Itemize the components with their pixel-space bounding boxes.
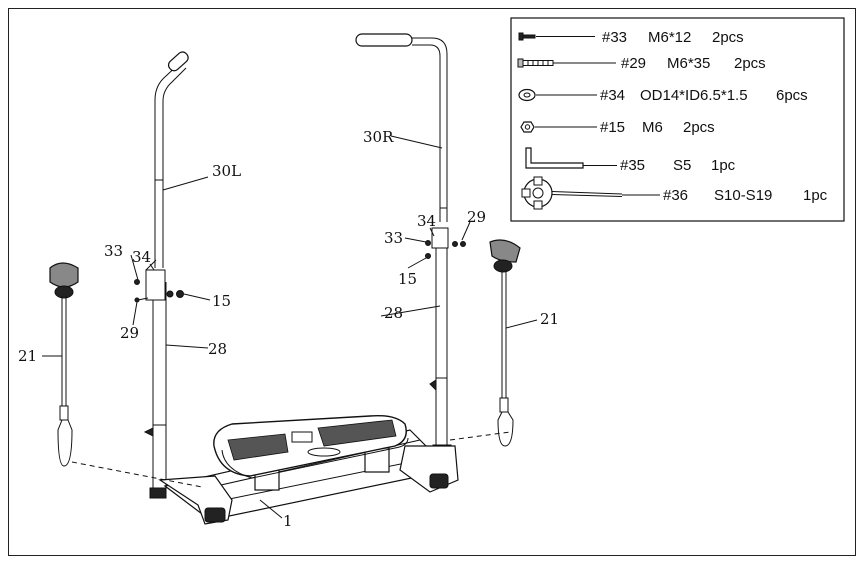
right-strap-routing-line [449,431,511,441]
hardware-34-qty: 6pcs [776,87,808,104]
left-strap-routing-line [71,461,203,488]
allen-key-icon [525,147,617,169]
stepper-base [158,414,459,525]
hardware-29-part: #29 [621,55,646,72]
label-29-right: 29 [467,208,486,226]
label-15-right: 15 [398,270,417,288]
label-30R: 30R [363,128,394,146]
hardware-34-spec: OD14*ID6.5*1.5 [640,87,748,104]
hardware-36-qty: 1pc [803,187,828,204]
label-33-left: 33 [104,242,123,260]
hardware-35-qty: 1pc [711,157,736,174]
right-upright-tube [429,238,452,454]
hardware-legend: #33 M6*12 2pcs #29 M6*35 2pcs #34 OD14*I… [510,17,845,222]
left-bracket [134,259,184,303]
label-15-left: 15 [212,292,231,310]
nut-icon [520,121,597,133]
left-upright-tube [143,282,167,499]
spanner-icon [521,176,660,210]
label-34-left: 34 [132,248,151,266]
hardware-33-part: #33 [602,29,627,46]
washer-icon [518,88,597,102]
label-30L: 30L [212,162,241,180]
left-handlebar [154,51,189,268]
label-21-left: 21 [18,347,37,365]
hardware-33-qty: 2pcs [712,29,744,46]
hardware-legend-box [510,17,845,222]
right-bracket [425,227,466,259]
hardware-15-part: #15 [600,119,625,136]
hardware-36-spec: S10-S19 [714,187,772,204]
left-resistance-strap [49,262,79,467]
leader-lines [42,135,538,519]
hardware-15-qty: 2pcs [683,119,715,136]
label-33-right: 33 [384,229,403,247]
right-handlebar [355,33,448,222]
hardware-33-spec: M6*12 [648,29,691,46]
right-resistance-strap [489,239,521,447]
label-1-base: 1 [283,512,293,530]
long-bolt-icon [517,58,616,68]
label-28-right: 28 [384,304,403,322]
label-28-left: 28 [208,340,227,358]
hardware-29-qty: 2pcs [734,55,766,72]
label-34-right: 34 [417,212,436,230]
hardware-35-part: #35 [620,157,645,174]
hardware-15-spec: M6 [642,119,663,136]
hardware-29-spec: M6*35 [667,55,710,72]
label-21-right: 21 [540,310,559,328]
hardware-36-part: #36 [663,187,688,204]
label-29-left: 29 [120,324,139,342]
hardware-34-part: #34 [600,87,625,104]
hardware-35-spec: S5 [673,157,691,174]
short-bolt-icon [518,32,595,41]
